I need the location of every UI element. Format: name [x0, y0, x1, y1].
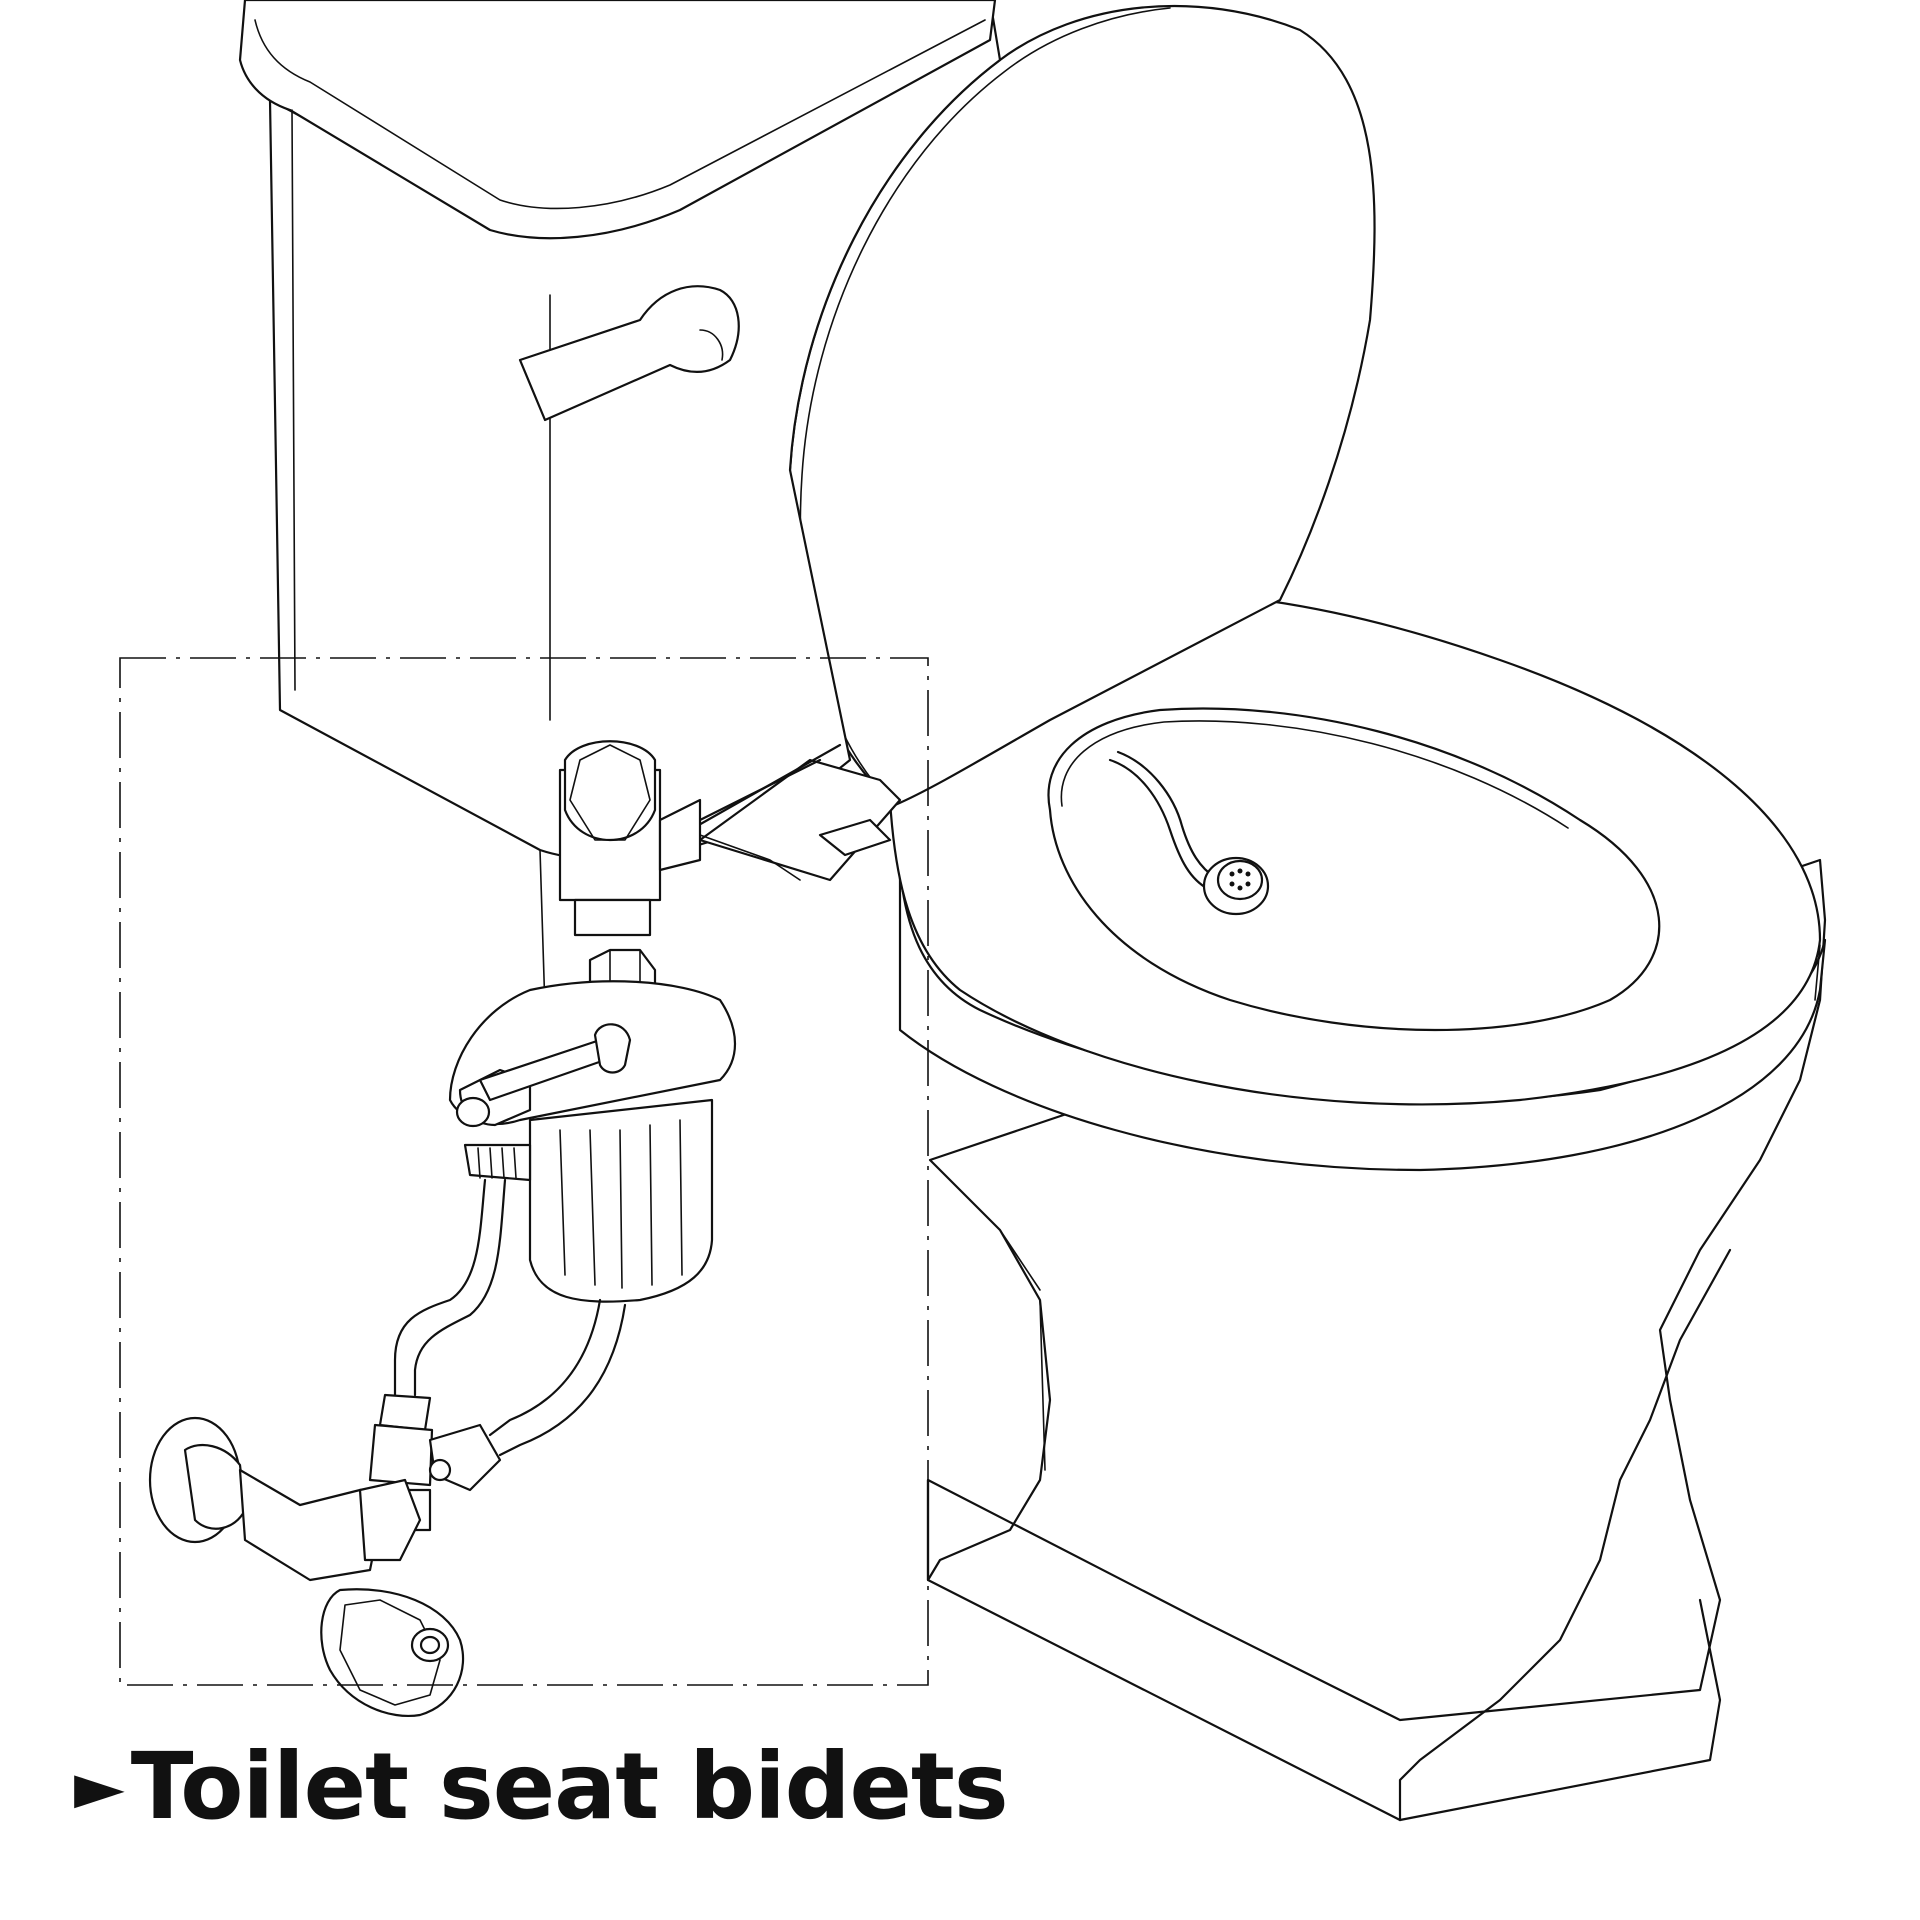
toilet-tank: [238, 0, 1002, 1011]
supply-hoses: [393, 1178, 627, 1457]
water-filter: [448, 980, 737, 1303]
caption-text: Toilet seat bidets: [130, 1733, 1009, 1840]
caption-marker: ►: [74, 1748, 125, 1825]
bidet-nozzle: [1108, 750, 1270, 916]
caption: ► Toilet seat bidets: [74, 1732, 1009, 1842]
toilet-seat: [879, 590, 1827, 1172]
detail-callout-box: [119, 657, 929, 1686]
